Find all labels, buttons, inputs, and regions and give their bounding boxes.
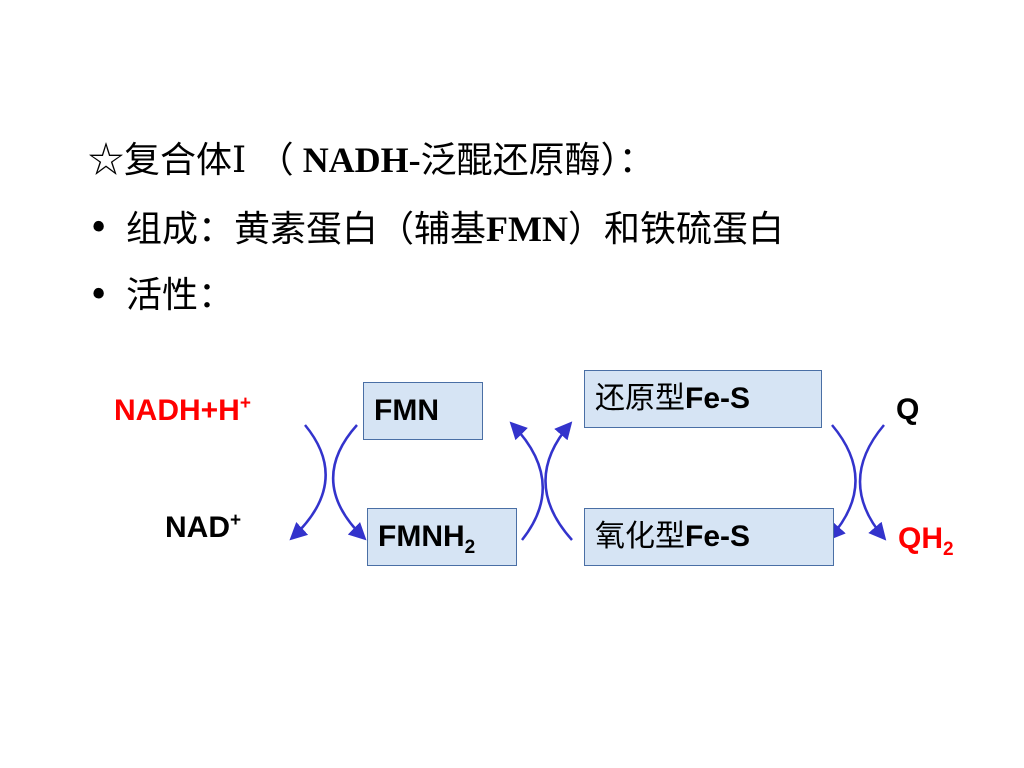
arrow-q-to-qh2 [858,424,887,541]
nadh-label: NADH+H+ [114,393,251,427]
bullet-icon: • [88,208,110,249]
bullet-composition-text: 组成：黄素蛋白（辅基FMN）和铁硫蛋白 [126,207,784,252]
arrow-fmnh2-to-fmn [509,421,544,541]
star-icon: ☆ [88,140,125,181]
title-prefix: 复合体Ⅰ （ [124,140,294,181]
title-suffix: 泛醌还原酶）： [420,140,655,181]
composition-c: ）和铁硫蛋白 [567,209,784,250]
title-enzyme: NADH- [293,140,421,180]
bullet-activity-text: 活性： [126,275,235,316]
title-line: ☆复合体Ⅰ （ NADH-泛醌还原酶）： [88,138,655,183]
arrow-fes-ox-to-red [544,421,573,541]
nad-label: NAD+ [165,510,242,544]
composition-fmn: FMN [486,209,568,249]
fmnh2-box: FMNH2 [367,508,517,566]
fmn-box: FMN [363,382,483,440]
arrow-nadh-to-nad [289,424,327,541]
q-label: Q [896,393,920,426]
composition-a: 组成：黄素蛋白（辅基 [126,209,487,250]
fes-reduced-box: 还原型Fe-S [584,370,822,428]
bullet-icon: • [88,275,110,316]
qh2-label: QH2 [898,522,954,560]
arrow-fmn-to-fmnh2 [332,424,367,541]
arrow-fes-red-to-ox [827,424,857,541]
fes-oxidized-box: 氧化型Fe-S [584,508,834,566]
